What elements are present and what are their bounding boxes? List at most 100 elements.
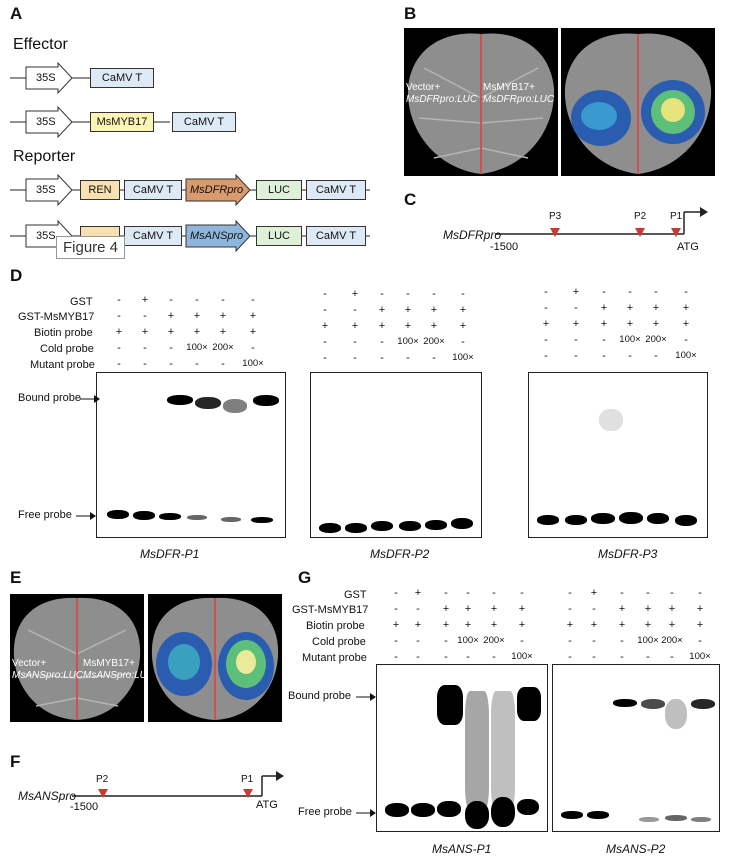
terminator-box: CaMV T <box>172 112 236 132</box>
site-marker-p2 <box>635 228 645 237</box>
promoter-label: 35S <box>36 230 56 242</box>
panel-a-letter: A <box>10 4 23 23</box>
dfr-promoter-arrow <box>185 173 251 207</box>
dfr-p1-sign: - <box>117 358 121 370</box>
ans-p2-sign: - <box>670 587 674 599</box>
dfr-atg-label: ATG <box>677 241 699 253</box>
ans-p2-sign: + <box>590 587 598 599</box>
dfr-p2-sign: 200× <box>423 336 445 347</box>
dfr-p2-sign: + <box>351 288 359 300</box>
b-right-label-2: MsDFRpro:LUC <box>483 94 555 105</box>
dfr-p3-sign: - <box>544 350 548 362</box>
dfr-p1-sign: 100× <box>186 342 208 353</box>
dfr-p2-sign: + <box>378 304 386 316</box>
bound-band <box>665 699 687 729</box>
free-band <box>411 803 435 817</box>
dfr-p1-sign: - <box>195 358 199 370</box>
reporter-heading: Reporter <box>13 148 76 165</box>
ans-p2-sign: + <box>618 619 626 631</box>
free-band <box>221 517 241 522</box>
dfr-p2-sign: + <box>459 320 467 332</box>
bound-band <box>517 687 541 721</box>
ans-promoter-label: MsANSpro <box>190 230 244 242</box>
dfr-p3-sign: + <box>542 318 550 330</box>
ans-p2-sign: + <box>644 603 652 615</box>
ans-site-p2: P2 <box>96 774 109 785</box>
terminator-box: CaMV T <box>306 226 366 246</box>
gel-dfr-p3 <box>528 372 708 538</box>
dfr-promoter-map <box>495 207 708 237</box>
ans-p2-sign: - <box>646 587 650 599</box>
dfr-p3-sign: - <box>628 286 632 298</box>
dfr-p1-sign: - <box>251 294 255 306</box>
ans-p1-sign: - <box>394 587 398 599</box>
dfr-p3-sign: + <box>600 302 608 314</box>
ans-p1-sign: - <box>520 587 524 599</box>
dfr-start-label: -1500 <box>490 241 519 253</box>
dfr-p3-sign: - <box>628 350 632 362</box>
dfr-p3-sign: - <box>574 334 578 346</box>
ans-p1-sign: + <box>464 619 472 631</box>
free-band <box>591 513 615 524</box>
ans-promoter-arrow <box>185 219 251 253</box>
dfr-p1-sign: - <box>143 342 147 354</box>
dfr-p2-sign: - <box>323 288 327 300</box>
ans-p1-sign: + <box>392 619 400 631</box>
dfr-p1-sign: + <box>249 326 257 338</box>
b-left-label-1: Vector+ <box>406 82 441 93</box>
e-left-label-2: MsANSpro:LUC <box>12 670 84 681</box>
ans-p1-sign: - <box>394 651 398 663</box>
dfr-p2-sign: - <box>380 336 384 348</box>
gel-label-dfr-p1: MsDFR-P1 <box>140 547 200 561</box>
ans-p2-sign: - <box>592 603 596 615</box>
dfr-p1-sign: 200× <box>212 342 234 353</box>
dfr-p3-sign: + <box>652 302 660 314</box>
site-marker-p1 <box>671 228 681 237</box>
dfr-p3-sign: - <box>544 334 548 346</box>
dfr-p3-sign: + <box>572 286 580 298</box>
ans-p2-sign: - <box>620 635 624 647</box>
bound-band <box>599 409 623 431</box>
free-band <box>451 518 473 529</box>
dfr-p1-sign: - <box>143 310 147 322</box>
free-band <box>517 799 539 815</box>
b-right-label-1: MsMYB17+ <box>483 82 535 93</box>
free-band <box>345 523 367 533</box>
g-free-arrow <box>356 809 376 817</box>
dfr-p3-sign: - <box>684 334 688 346</box>
dfr-p3-sign: + <box>626 302 634 314</box>
ans-p2-sign: 200× <box>661 635 683 646</box>
g-row-label-gst: GST <box>344 589 367 601</box>
dfr-p3-sign: - <box>654 286 658 298</box>
free-band <box>251 517 273 523</box>
ans-p1-sign: - <box>466 587 470 599</box>
dfr-p1-sign: + <box>167 310 175 322</box>
site-marker-p2 <box>98 789 108 798</box>
ans-p2-sign: - <box>698 587 702 599</box>
ans-p2-sign: - <box>568 587 572 599</box>
b-left-label-2: MsDFRpro:LUC <box>406 94 478 105</box>
dfr-p3-sign: + <box>572 318 580 330</box>
row-label-biotin: Biotin probe <box>34 327 93 339</box>
panel-e-letter: E <box>10 568 22 587</box>
dfr-p1-sign: - <box>195 294 199 306</box>
dfr-p2-sign: - <box>406 352 410 364</box>
e-right-label-1: MsMYB17+ <box>83 658 135 669</box>
dfr-p3-sign: 100× <box>675 350 697 361</box>
dfr-p2-sign: - <box>432 288 436 300</box>
ans-p2-sign: + <box>644 619 652 631</box>
dfr-p3-sign: + <box>652 318 660 330</box>
dfr-site-p1: P1 <box>670 211 683 222</box>
free-band <box>385 803 409 817</box>
ans-p1-sign: 200× <box>483 635 505 646</box>
g-bound-arrow <box>356 693 376 701</box>
panel-b-letter: B <box>404 4 417 23</box>
ans-p2-sign: - <box>568 651 572 663</box>
dfr-p1-sign: + <box>219 326 227 338</box>
gel-dfr-p1 <box>96 372 286 538</box>
ans-atg-label: ATG <box>256 799 278 811</box>
row-label-mutant: Mutant probe <box>30 359 95 371</box>
dfr-p1-sign: - <box>169 358 173 370</box>
luc-box: LUC <box>256 180 302 200</box>
site-marker-p3 <box>550 228 560 237</box>
